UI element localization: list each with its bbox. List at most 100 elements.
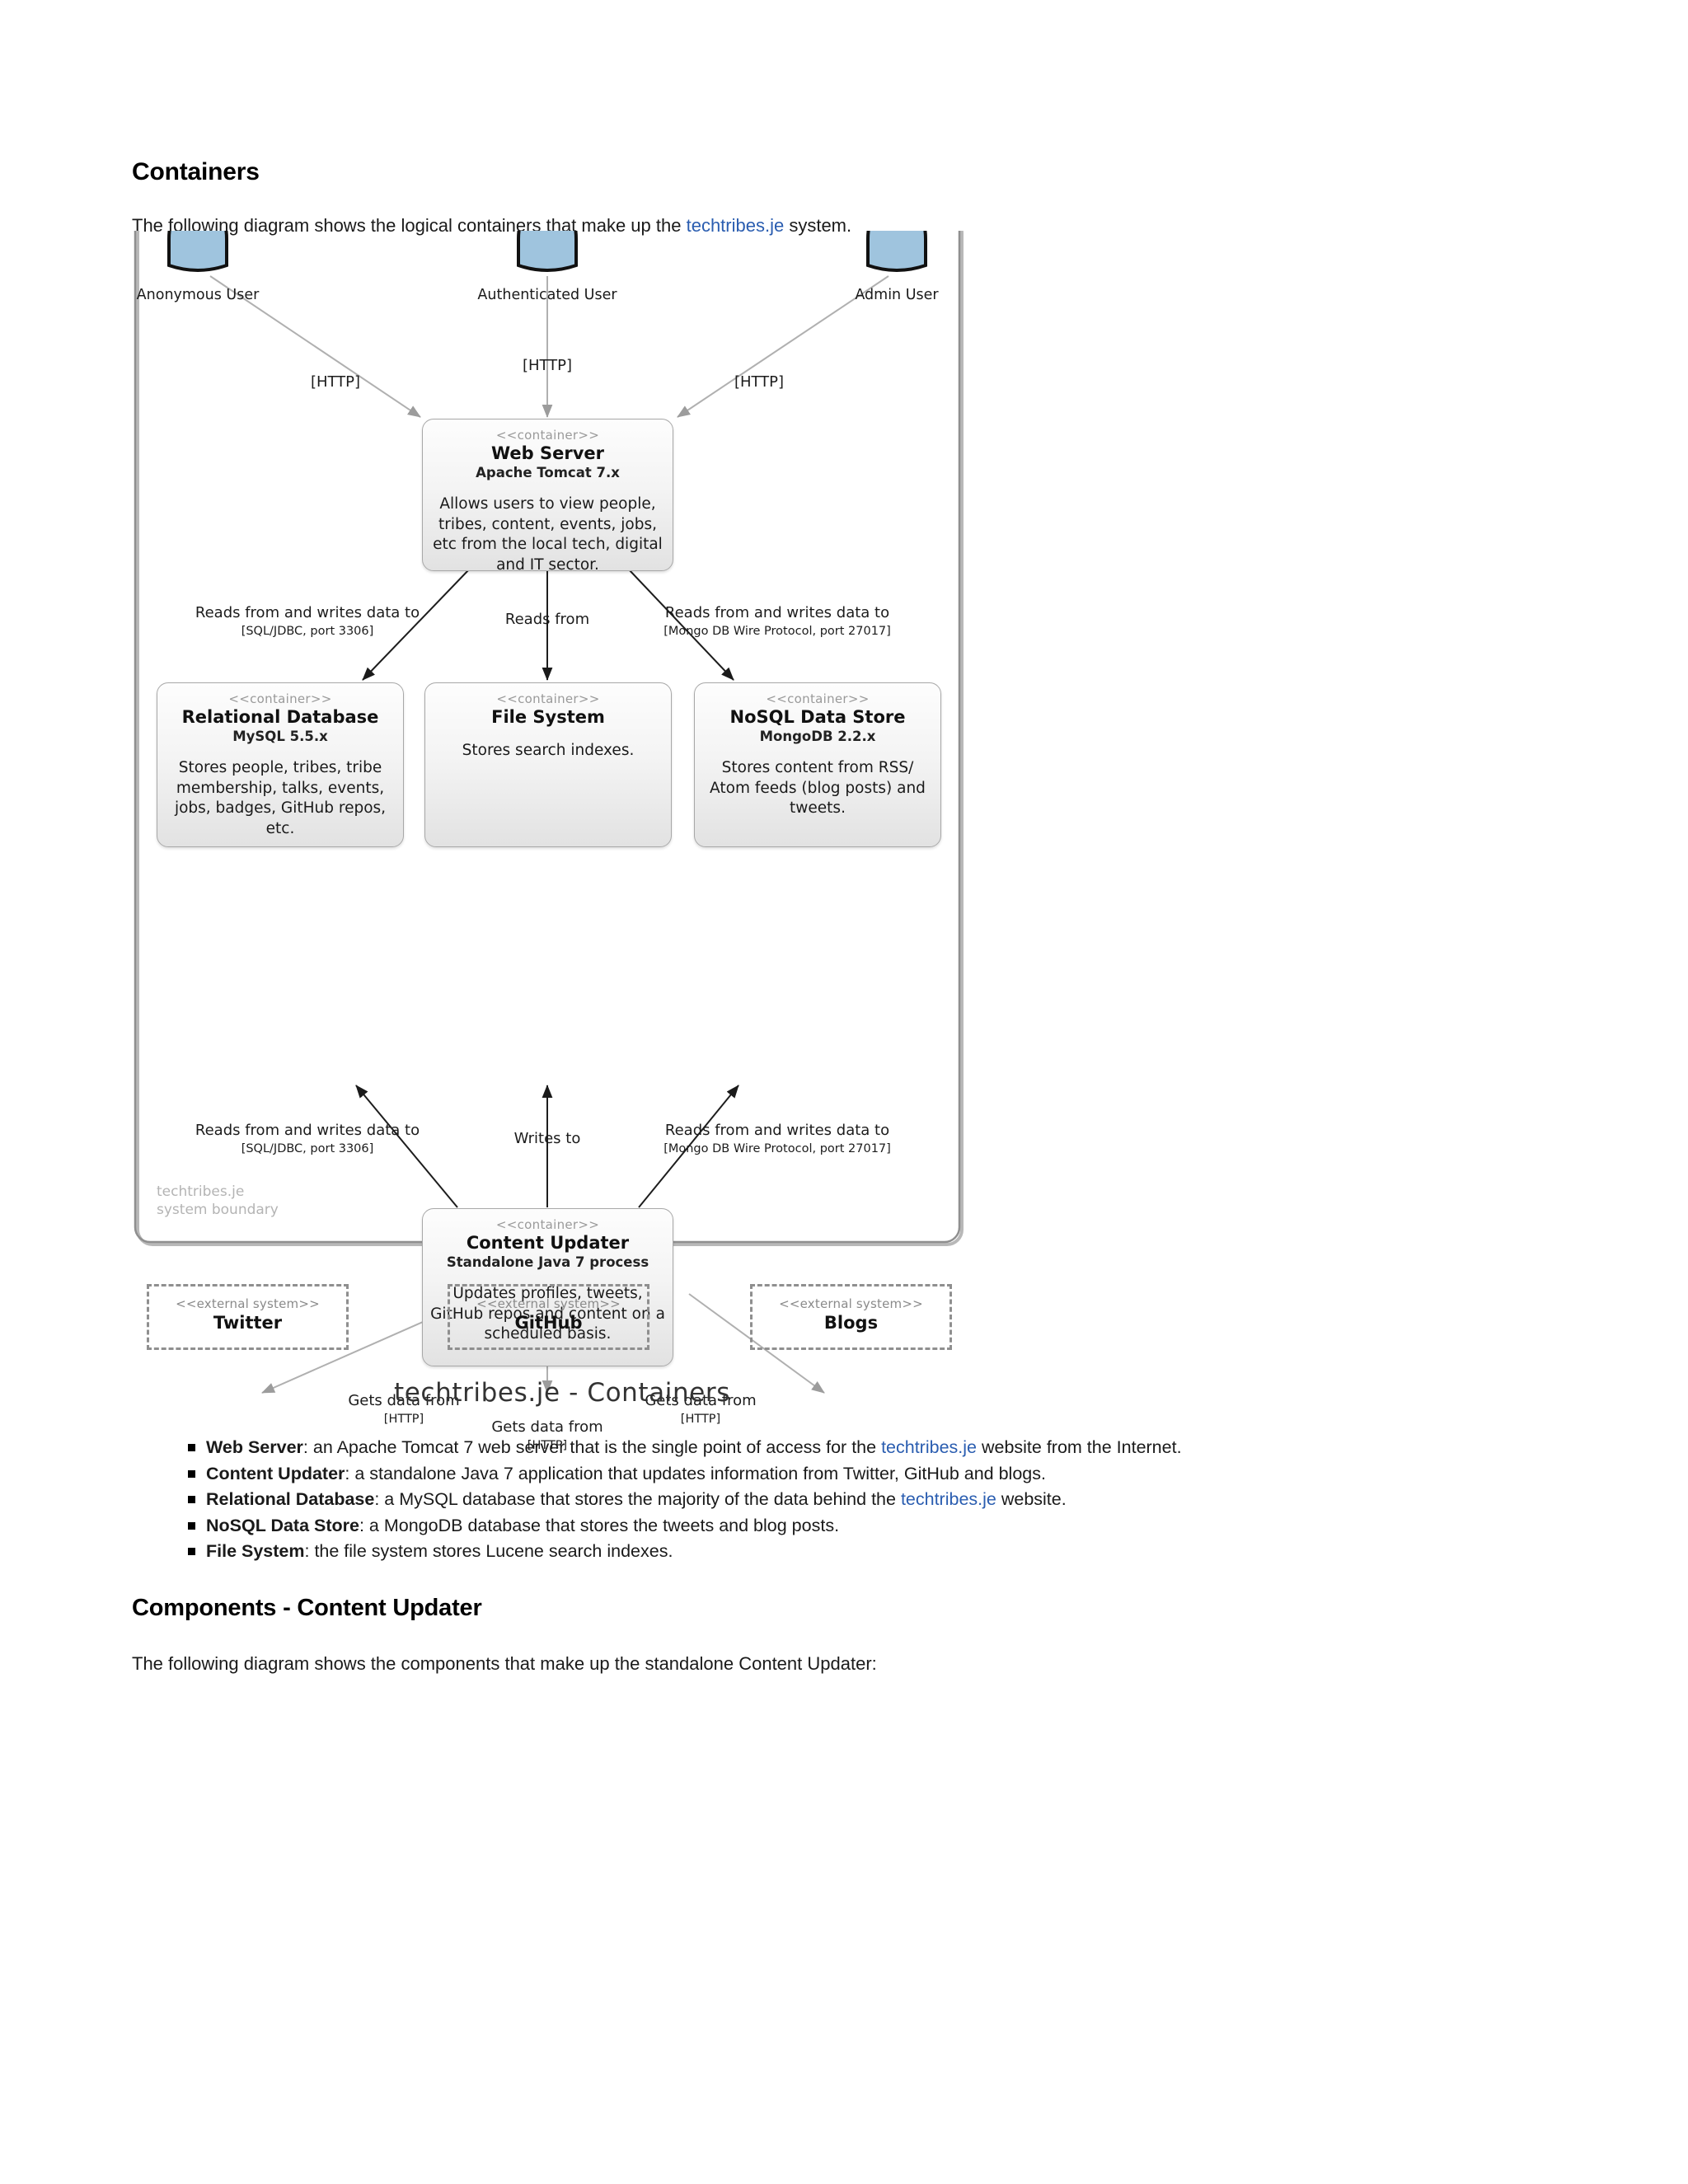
container-name: Web Server [490,443,604,463]
system-boundary-line1: techtribes.je [157,1183,245,1200]
container-name: Relational Database [181,707,379,727]
list-item: Content Updater: a standalone Java 7 app… [188,1461,1424,1488]
bullet-square-icon [188,1521,195,1530]
container-description: Allows users to view people, tribes, con… [433,495,663,571]
relationship-cu-github: Gets data from [HTTP] [457,1418,638,1455]
relationship-cu-twitter: Gets data from [HTTP] [313,1391,495,1429]
list-item-body: : an Apache Tomcat 7 web server that is … [302,1437,882,1457]
external-system-stereotype: <<external system>> [476,1296,621,1311]
edge-label-authenticated-http: [HTTP] [522,357,573,374]
container-description: Updates profiles, tweets, GitHub repos a… [430,1285,665,1343]
bullet-square-icon [188,1469,195,1478]
page-title-components: Components - Content Updater [132,1595,482,1621]
external-system-twitter[interactable]: <<external system>> Twitter [147,1284,349,1350]
relationship-protocol: [SQL/JDBC, port 3306] [241,1142,374,1155]
container-technology: MongoDB 2.2.x [759,729,876,744]
intro-text-after: system. [784,215,852,236]
relationship-protocol: [Mongo DB Wire Protocol, port 27017] [663,625,891,638]
container-stereotype: <<container>> [496,691,600,706]
external-system-blogs[interactable]: <<external system>> Blogs [750,1284,952,1350]
relationship-cu-fs: Writes to [481,1129,613,1148]
relationship-label: Reads from [504,611,590,628]
list-item-term: Web Server [206,1437,303,1457]
list-item-text: Content Updater: a standalone Java 7 app… [206,1461,1046,1488]
container-nosql-data-store[interactable]: <<container>> NoSQL Data Store MongoDB 2… [694,682,941,847]
external-system-stereotype: <<external system>> [779,1296,923,1311]
container-name: File System [491,707,605,727]
edge-label-anonymous-http: [HTTP] [310,373,361,391]
container-stereotype: <<container>> [495,428,600,443]
techtribes-link[interactable]: techtribes.je [900,1489,996,1509]
actor-label-admin-user: Admin User [855,287,939,303]
relationship-label: Reads from and writes data to [195,604,420,621]
relationship-label: Writes to [513,1130,581,1147]
relationship-protocol: [HTTP] [527,1439,568,1452]
relationship-cu-blogs: Gets data from [HTTP] [610,1391,791,1429]
relationship-label: Reads from and writes data to [664,1122,890,1139]
page-title-containers: Containers [132,158,260,185]
container-stereotype: <<container>> [495,1217,600,1232]
list-item-term: NoSQL Data Store [206,1515,359,1535]
containers-bullet-list: Web Server: an Apache Tomcat 7 web serve… [188,1435,1424,1565]
relationship-ws-fs: Reads from [481,610,613,629]
external-system-name: Twitter [213,1313,283,1333]
container-web-server[interactable]: <<container>> Web Server Apache Tomcat 7… [422,419,673,571]
relationship-ws-rdb: Reads from and writes data to [SQL/JDBC,… [171,603,443,641]
list-item-term: Relational Database [206,1489,375,1509]
container-technology: Standalone Java 7 process [446,1254,649,1270]
actor-label-anonymous-user: Anonymous User [136,287,260,303]
relationship-label: Gets data from [645,1392,757,1409]
system-boundary-label: techtribes.je system boundary [157,1183,279,1219]
list-item-term: Content Updater [206,1463,345,1483]
list-item-tail: website from the Internet. [976,1437,1182,1457]
container-relational-database[interactable]: <<container>> Relational Database MySQL … [157,682,404,847]
container-file-system[interactable]: <<container>> File System Stores search … [424,682,672,847]
list-item-text: NoSQL Data Store: a MongoDB database tha… [206,1513,839,1540]
list-item-body: : a standalone Java 7 application that u… [345,1463,1046,1483]
list-item-tail: website. [996,1489,1067,1509]
list-item-term: File System [206,1541,305,1561]
list-item: File System: the file system stores Luce… [188,1539,1424,1565]
relationship-label: Reads from and writes data to [664,604,890,621]
container-stereotype: <<container>> [228,691,332,706]
external-system-name: GitHub [514,1313,583,1333]
relationship-label: Gets data from [491,1418,603,1436]
list-item-text: Web Server: an Apache Tomcat 7 web serve… [206,1435,1182,1461]
edge-label-admin-http: [HTTP] [734,373,785,391]
bullet-square-icon [188,1496,195,1503]
container-content-updater[interactable]: <<container>> Content Updater Standalone… [422,1208,673,1366]
list-item: Web Server: an Apache Tomcat 7 web serve… [188,1435,1424,1461]
external-system-github[interactable]: <<external system>> GitHub [448,1284,649,1350]
external-system-stereotype: <<external system>> [176,1296,320,1311]
components-paragraph: The following diagram shows the componen… [132,1653,877,1674]
list-item-text: File System: the file system stores Luce… [206,1539,673,1565]
techtribes-link[interactable]: techtribes.je [881,1437,977,1457]
container-stereotype: <<container>> [766,691,870,706]
container-name: Content Updater [466,1233,630,1253]
actor-admin-user-icon [866,231,927,272]
container-description: Stores search indexes. [462,742,635,759]
containers-diagram: Anonymous User Authenticated User Admin … [0,231,1030,1452]
relationship-protocol: [HTTP] [383,1413,424,1426]
relationship-cu-nosql: Reads from and writes data to [Mongo DB … [633,1121,921,1159]
relationship-label: Reads from and writes data to [195,1122,420,1139]
list-item: Relational Database: a MySQL database th… [188,1487,1424,1513]
container-description: Stores content from RSS/ Atom feeds (blo… [710,759,926,817]
list-item-body: : a MongoDB database that stores the twe… [359,1515,840,1535]
actor-anonymous-user-icon [167,231,228,272]
container-technology: MySQL 5.5.x [232,729,328,744]
list-item-body: : a MySQL database that stores the major… [374,1489,901,1509]
relationship-protocol: [Mongo DB Wire Protocol, port 27017] [663,1142,891,1155]
techtribes-link[interactable]: techtribes.je [686,215,785,236]
bullet-square-icon [188,1444,195,1451]
container-description: Stores people, tribes, tribe membership,… [174,759,387,837]
list-item: NoSQL Data Store: a MongoDB database tha… [188,1513,1424,1540]
relationship-label: Gets data from [348,1392,460,1409]
relationship-protocol: [HTTP] [680,1413,721,1426]
list-item-body: : the file system stores Lucene search i… [304,1541,673,1561]
relationship-ws-nosql: Reads from and writes data to [Mongo DB … [633,603,921,641]
external-system-name: Blogs [823,1313,879,1333]
actor-authenticated-user-icon [517,231,578,272]
container-technology: Apache Tomcat 7.x [476,465,620,480]
